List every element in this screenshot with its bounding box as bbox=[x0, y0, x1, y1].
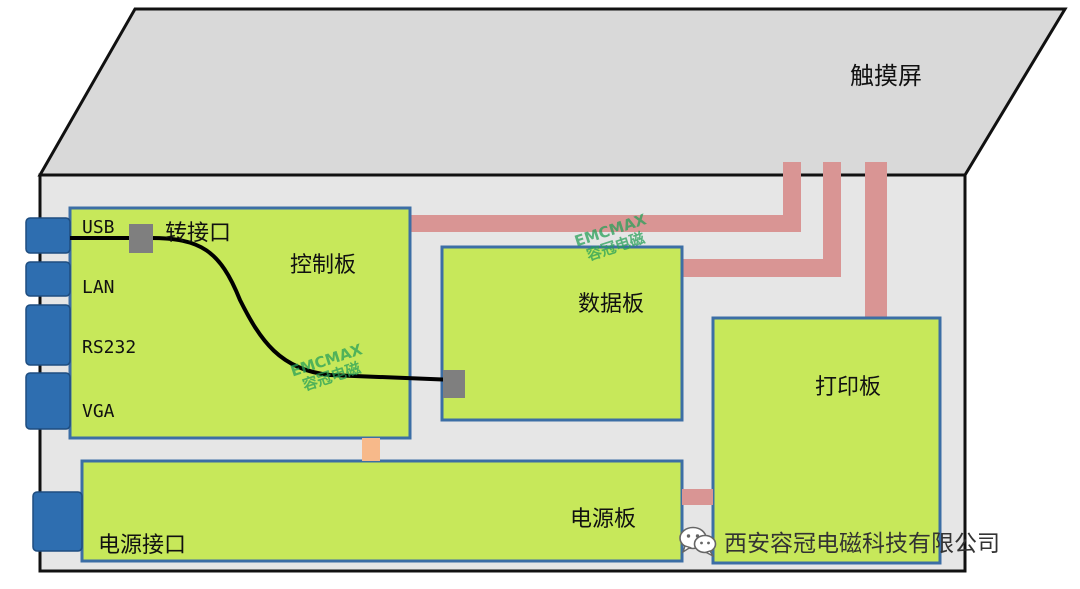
control-board-label: 控制板 bbox=[290, 253, 357, 278]
brand-credit: 西安容冠电磁科技有限公司 bbox=[678, 524, 1000, 558]
brand-name: 西安容冠电磁科技有限公司 bbox=[724, 531, 1000, 557]
ribbon-cables bbox=[410, 162, 887, 320]
data-board bbox=[440, 245, 684, 422]
usb-port bbox=[25, 217, 71, 254]
control-power-link bbox=[362, 438, 380, 461]
power-print-link bbox=[682, 489, 713, 505]
data-board-label: 数据板 bbox=[578, 292, 645, 317]
lan-port bbox=[25, 261, 71, 297]
lan-label: LAN bbox=[82, 277, 115, 298]
power-port-label: 电源接口 bbox=[98, 533, 187, 558]
print-board-label: 打印板 bbox=[815, 375, 882, 400]
wechat-icon bbox=[679, 526, 717, 557]
rs232-port bbox=[25, 304, 71, 366]
touchscreen-label: 触摸屏 bbox=[850, 62, 922, 90]
power-port bbox=[32, 491, 83, 552]
power-board-label: 电源板 bbox=[570, 507, 637, 532]
adapter-block-control bbox=[129, 224, 153, 253]
usb-label: USB bbox=[82, 217, 115, 238]
vga-label: VGA bbox=[82, 401, 115, 422]
rs232-label: RS232 bbox=[82, 337, 137, 358]
touchscreen-surface bbox=[37, 7, 1068, 177]
adapter-block-data bbox=[443, 370, 465, 398]
control-board bbox=[68, 206, 412, 440]
side-ports bbox=[25, 217, 83, 552]
vga-port bbox=[25, 372, 71, 430]
print-board bbox=[711, 316, 942, 565]
usb-cable bbox=[70, 236, 456, 382]
adapter-label: 转接口 bbox=[165, 221, 232, 246]
